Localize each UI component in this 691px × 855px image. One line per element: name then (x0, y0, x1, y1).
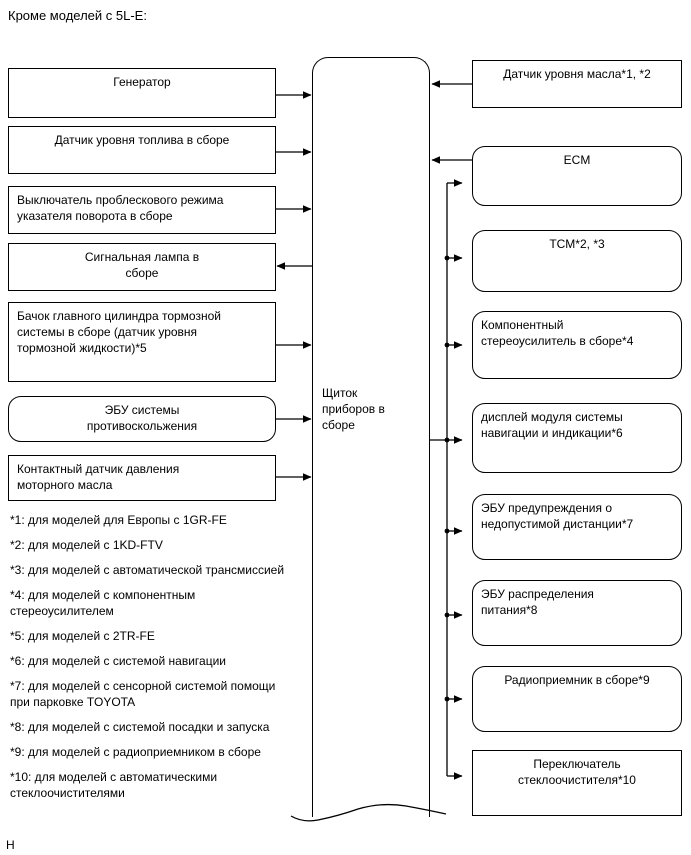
bus-junctions (444, 255, 450, 702)
right-box-radio-receiver[interactable]: Радиоприемник в сборе*9 (472, 666, 682, 732)
right-box-tcm-label: TCM*2, *3 (549, 237, 605, 251)
footnote-5: *5: для моделей с 2TR-FE (10, 629, 155, 643)
bus-dot-1 (444, 255, 450, 261)
right-box-oil-level-sensor-label: Датчик уровня масла*1, *2 (503, 67, 651, 81)
bus-dot-4 (444, 528, 450, 534)
footnote-1: *1: для моделей для Европы с 1GR-FE (10, 513, 227, 527)
instrument-cluster-panel[interactable] (312, 57, 430, 817)
bus-dot-3 (444, 437, 450, 443)
left-box-generator[interactable]: Генератор (8, 68, 276, 118)
bus-dot-2 (444, 342, 450, 348)
footnote-7: *7: для моделей с сенсорной системой пом… (10, 679, 276, 709)
footnote-10: *10: для моделей с автоматическими стекл… (10, 770, 218, 800)
left-box-fuel-level-sender[interactable]: Датчик уровня топлива в сборе (8, 126, 276, 174)
right-box-tcm[interactable]: TCM*2, *3 (472, 230, 682, 292)
footnote-8: *8: для моделей с системой посадки и зап… (10, 720, 270, 734)
footnote-3: *3: для моделей с автоматической трансми… (10, 563, 285, 577)
right-box-ecm[interactable]: ECM (472, 146, 682, 206)
right-box-radio-receiver-label: Радиоприемник в сборе*9 (504, 673, 650, 687)
footnotes-list: *1: для моделей для Европы с 1GR-FE *2: … (10, 512, 290, 810)
footnote-4: *4: для моделей с компонентным стереоуси… (10, 588, 196, 618)
instrument-cluster-label: Щиток приборов в сборе (322, 385, 422, 433)
left-box-generator-label: Генератор (113, 75, 171, 89)
footnote-6: *6: для моделей с системой навигации (10, 654, 226, 668)
right-box-ecm-label: ECM (563, 153, 591, 167)
footnote-2: *2: для моделей с 1KD-FTV (10, 538, 163, 552)
bus-dot-6 (444, 696, 450, 702)
footnote-9: *9: для моделей с радиоприемником в сбор… (10, 745, 261, 759)
left-box-fuel-level-sender-label: Датчик уровня топлива в сборе (54, 133, 230, 147)
panel-label-line-3: сборе (322, 418, 355, 432)
page-title: Кроме моделей с 5L-E: (8, 8, 147, 23)
panel-label-line-1: Щиток (322, 386, 358, 400)
page-tail-marker: H (6, 838, 15, 852)
bus-dot-5 (444, 612, 450, 618)
panel-label-line-2: приборов в (322, 402, 385, 416)
right-box-oil-level-sensor[interactable]: Датчик уровня масла*1, *2 (472, 60, 682, 108)
